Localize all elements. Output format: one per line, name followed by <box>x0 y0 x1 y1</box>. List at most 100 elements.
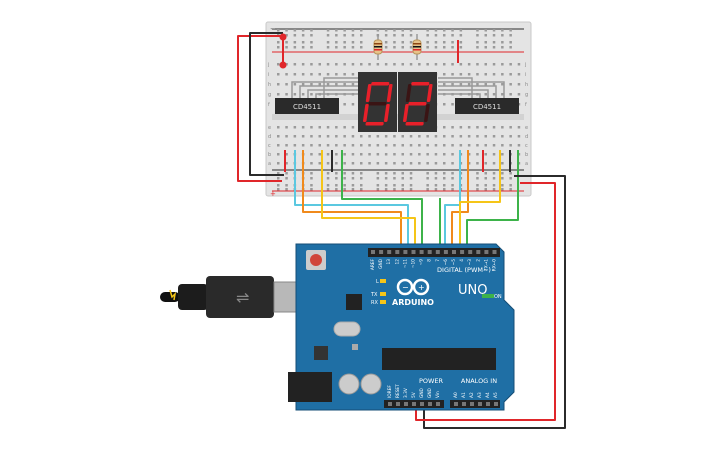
analog-pin[interactable] <box>470 402 474 406</box>
power-pin[interactable] <box>404 402 408 406</box>
analog-pin-label: A1 <box>461 392 467 398</box>
wire-red-left-rail[interactable] <box>237 35 283 182</box>
digital-pin[interactable] <box>460 250 465 254</box>
segment-c <box>384 104 390 122</box>
led-on <box>482 294 494 298</box>
segment-d <box>365 122 384 126</box>
wire-green-left-2[interactable] <box>341 150 423 250</box>
power-pin[interactable] <box>428 402 432 406</box>
capacitor-2 <box>360 373 382 395</box>
digital-pin[interactable] <box>435 250 440 254</box>
power-pin[interactable] <box>396 402 400 406</box>
wire-black-power[interactable] <box>423 175 566 429</box>
digital-pin[interactable] <box>411 250 416 254</box>
usb-cable[interactable]: ⇌ <box>160 276 309 318</box>
digital-pin[interactable] <box>492 250 497 254</box>
resistor-1[interactable] <box>373 34 383 60</box>
digital-pin[interactable] <box>484 250 489 254</box>
analog-pin-label: A0 <box>453 392 459 398</box>
analog-pin[interactable] <box>454 402 458 406</box>
atmega-chip <box>382 348 496 370</box>
digital-pin[interactable] <box>395 250 400 254</box>
chip-left[interactable]: CD4511 <box>275 98 339 114</box>
segment-a <box>371 82 390 86</box>
breadboard-jumpers <box>284 150 511 172</box>
row-letter: c <box>525 143 528 149</box>
digital-pin[interactable] <box>476 250 481 254</box>
row-letter: d <box>268 134 271 140</box>
wire-black-left-rail[interactable] <box>249 32 284 176</box>
row-letter: f <box>268 102 270 108</box>
row-letter: b <box>525 152 528 158</box>
wire-green-right[interactable] <box>466 150 519 250</box>
wire-yellow-left[interactable] <box>321 150 416 250</box>
crystal <box>333 321 361 337</box>
row-letter: j <box>524 62 526 68</box>
led-l <box>380 279 386 283</box>
analog-pin[interactable] <box>494 402 498 406</box>
chip-right[interactable]: CD4511 <box>455 98 519 114</box>
arduino-model: UNO <box>458 283 487 298</box>
row-letter: j <box>267 62 269 68</box>
dc-power-jack[interactable] <box>288 372 332 402</box>
row-letter: a <box>525 161 528 167</box>
wire-cyan-right[interactable] <box>444 150 461 250</box>
digital-pin-label: ~5 <box>451 259 457 266</box>
analog-pin[interactable] <box>478 402 482 406</box>
digital-pin-label: ~3 <box>467 259 473 266</box>
seven-segment-display[interactable] <box>358 72 437 132</box>
digital-pin-label: AREF <box>370 258 376 270</box>
analog-pin[interactable] <box>486 402 490 406</box>
usb-symbol-icon: ⇌ <box>236 288 249 307</box>
row-letter: d <box>525 134 528 140</box>
analog-pin[interactable] <box>462 402 466 406</box>
led-label-tx: TX <box>370 292 378 298</box>
chip-right-label: CD4511 <box>473 103 501 111</box>
segment-b <box>426 84 433 102</box>
digital-pin[interactable] <box>443 250 448 254</box>
power-pin[interactable] <box>436 402 440 406</box>
digital-pin-label: ~9 <box>419 259 425 266</box>
digital-pin[interactable] <box>371 250 375 254</box>
digital-pin[interactable] <box>419 250 424 254</box>
resistor-2[interactable] <box>412 34 422 60</box>
row-letter: e <box>525 125 528 131</box>
power-pin-label: IOREF <box>387 385 393 398</box>
segment-c <box>424 104 430 122</box>
digital-pin-label: ~6 <box>443 259 449 266</box>
row-letter: c <box>268 143 271 149</box>
segment-g <box>368 102 387 106</box>
power-pin[interactable] <box>388 402 392 406</box>
row-letter: a <box>268 161 271 167</box>
reset-button-cap <box>310 254 322 266</box>
row-letter: g <box>268 92 271 98</box>
power-pin-label: GND <box>419 387 425 398</box>
row-letter: h <box>268 82 271 88</box>
wire-cyan-left[interactable] <box>294 150 409 250</box>
digital-pin[interactable] <box>468 250 473 254</box>
led-label-on: ON <box>494 294 502 300</box>
wire-yellow-right[interactable] <box>459 150 501 250</box>
regulator <box>314 346 328 360</box>
digital-pin[interactable] <box>403 250 408 254</box>
digit-0 <box>363 82 393 126</box>
small-component <box>352 344 358 350</box>
led-tx <box>380 292 386 296</box>
wire-orange-left[interactable] <box>302 150 402 250</box>
digital-pin[interactable] <box>452 250 456 254</box>
analog-label: ANALOG IN <box>461 377 497 385</box>
digital-pin[interactable] <box>427 250 432 254</box>
power-pin[interactable] <box>420 402 424 406</box>
digital-pin[interactable] <box>387 250 392 254</box>
segment-a <box>411 82 430 86</box>
wire-red-power[interactable] <box>415 182 556 421</box>
analog-pin-label: A2 <box>469 392 475 398</box>
power-pin[interactable] <box>412 402 416 406</box>
analog-pin-label: A5 <box>493 392 499 398</box>
analog-pin-label: A4 <box>485 392 491 398</box>
digital-pin-label: TX→1 <box>483 259 489 272</box>
led-label-l: L <box>376 279 379 285</box>
digital-pin[interactable] <box>379 250 384 254</box>
